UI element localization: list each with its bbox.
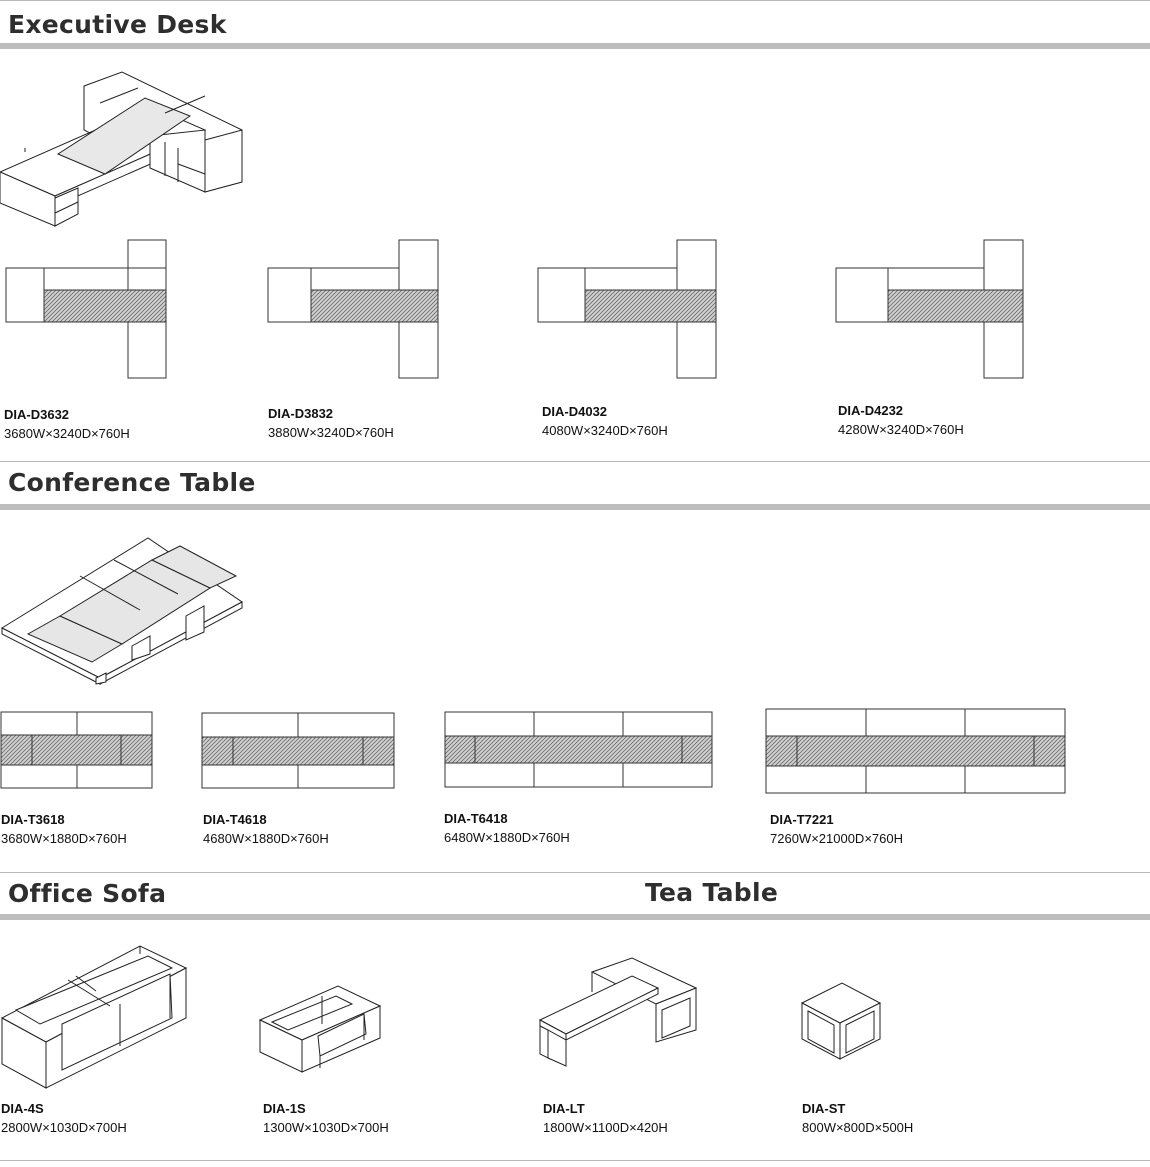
- product-code-d3632: DIA-D3632: [4, 407, 70, 422]
- bottom-border: [0, 1160, 1150, 1161]
- product-dims-st: 800W×800D×500H: [802, 1120, 914, 1135]
- executive-desk-isometric: [0, 68, 245, 228]
- product-dims-d3632: 3680W×3240D×760H: [4, 426, 130, 441]
- product-code-t3618: DIA-T3618: [1, 812, 65, 827]
- table-plan-t7221: [765, 708, 1067, 795]
- product-code-t6418: DIA-T6418: [444, 811, 508, 826]
- section-title-conference-table: Conference Table: [8, 468, 256, 497]
- desk-plan-d3832: [268, 240, 440, 380]
- section-divider: [0, 872, 1150, 873]
- product-code-t4618: DIA-T4618: [203, 812, 267, 827]
- desk-plan-d4232: [836, 240, 1026, 380]
- desk-plan-d3632: [6, 240, 168, 380]
- product-dims-t7221: 7260W×21000D×760H: [770, 831, 903, 846]
- product-dims-t6418: 6480W×1880D×760H: [444, 830, 570, 845]
- table-plan-t3618: [0, 711, 155, 791]
- section-title-tea-table: Tea Table: [645, 878, 779, 907]
- product-dims-d4032: 4080W×3240D×760H: [542, 423, 668, 438]
- product-dims-lt: 1800W×1100D×420H: [543, 1120, 668, 1135]
- product-code-1s: DIA-1S: [263, 1101, 306, 1116]
- section-rule: [0, 914, 1150, 920]
- sofa-4s-isometric: [0, 946, 190, 1091]
- product-code-st: DIA-ST: [802, 1101, 846, 1116]
- desk-plan-d4032: [538, 240, 718, 380]
- product-code-t7221: DIA-T7221: [770, 812, 834, 827]
- section-title-executive-desk: Executive Desk: [8, 10, 227, 39]
- tea-table-lt-isometric: [536, 958, 701, 1068]
- product-dims-d4232: 4280W×3240D×760H: [838, 422, 964, 437]
- product-code-d4232: DIA-D4232: [838, 403, 904, 418]
- section-rule: [0, 504, 1150, 510]
- product-dims-t3618: 3680W×1880D×760H: [1, 831, 127, 846]
- section-title-office-sofa: Office Sofa: [8, 879, 167, 908]
- section-divider: [0, 461, 1150, 462]
- table-plan-t4618: [201, 712, 397, 791]
- product-code-lt: DIA-LT: [543, 1101, 585, 1116]
- product-dims-1s: 1300W×1030D×700H: [263, 1120, 389, 1135]
- product-dims-d3832: 3880W×3240D×760H: [268, 425, 394, 440]
- tea-table-st-isometric: [798, 981, 883, 1061]
- product-code-4s: DIA-4S: [1, 1101, 44, 1116]
- product-dims-t4618: 4680W×1880D×760H: [203, 831, 329, 846]
- product-dims-4s: 2800W×1030D×700H: [1, 1120, 127, 1135]
- table-plan-t6418: [444, 711, 714, 790]
- product-code-d3832: DIA-D3832: [268, 406, 334, 421]
- product-code-d4032: DIA-D4032: [542, 404, 608, 419]
- top-border: [0, 0, 1150, 1]
- section-rule: [0, 43, 1150, 49]
- sofa-1s-isometric: [258, 984, 383, 1074]
- conference-table-isometric: [0, 536, 245, 686]
